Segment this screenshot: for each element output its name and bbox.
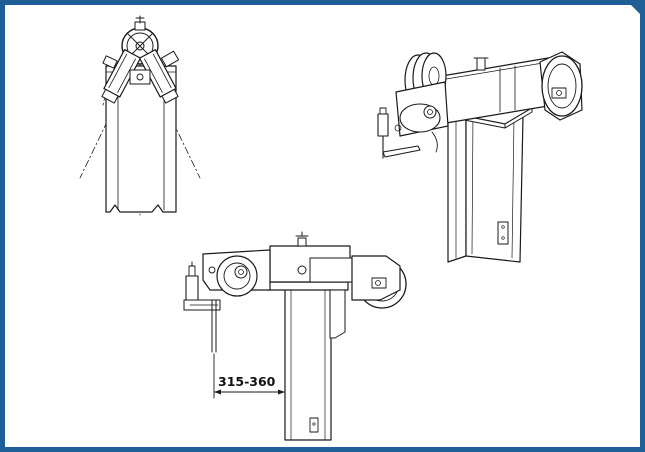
top-view: [79, 15, 201, 216]
dimension-label: 315-360: [218, 374, 276, 389]
corner-mark: [631, 5, 640, 14]
dimension-line: 315-360: [213, 353, 286, 399]
isometric-view: [377, 51, 583, 263]
side-view: 315-360: [183, 231, 407, 441]
